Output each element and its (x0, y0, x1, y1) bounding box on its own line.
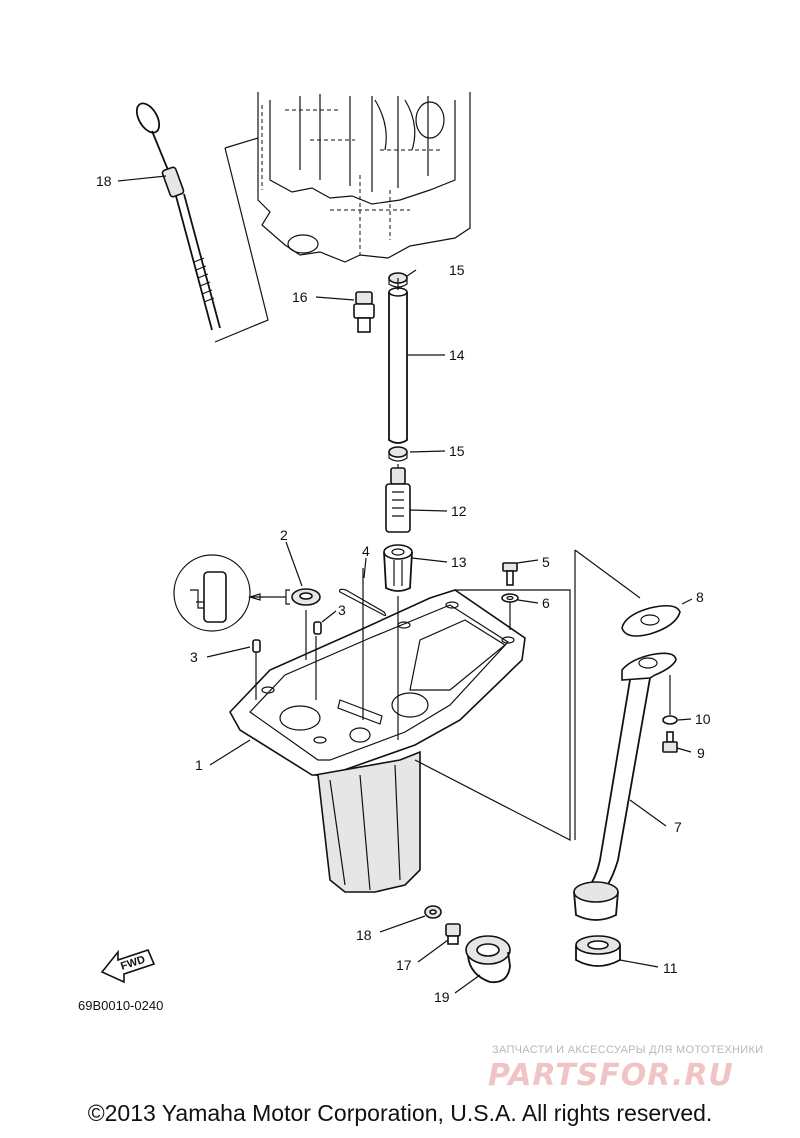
part-7-exhaust-pipe (573, 652, 677, 921)
watermark-tagline: ЗАПЧАСТИ И АКСЕССУАРЫ ДЛЯ МОТОТЕХНИКИ (492, 1044, 764, 1056)
watermark-logo: PARTSFOR.RU (488, 1058, 734, 1093)
callout-9: 9 (697, 745, 705, 761)
callout-8: 8 (696, 589, 704, 605)
copyright-notice: ©2013 Yamaha Motor Corporation, U.S.A. A… (87, 1100, 713, 1126)
part-12-oil-strainer (385, 467, 411, 533)
callout-numbers: 18 15 16 14 15 12 13 2 4 3 3 1 5 6 8 10 … (96, 173, 711, 1005)
callout-3-lower: 3 (190, 649, 198, 665)
part-3-dowel-pin-lower (252, 639, 261, 653)
callout-10: 10 (695, 711, 711, 727)
callout-leaders (117, 175, 693, 994)
callout-11: 11 (663, 960, 678, 976)
callout-3-upper: 3 (338, 602, 346, 618)
callout-13: 13 (451, 554, 467, 570)
detail-inset-circle (173, 554, 251, 632)
callout-15-upper: 15 (449, 262, 465, 278)
part-20-dipstick (135, 102, 221, 331)
callout-12: 12 (451, 503, 467, 519)
part-11-grommet (575, 935, 621, 967)
callout-2: 2 (280, 527, 288, 543)
part-18-washer (424, 905, 442, 919)
callout-6: 6 (542, 595, 550, 611)
part-15-lower-grommet (388, 446, 408, 462)
part-16-fitting (353, 291, 375, 333)
callout-16: 16 (292, 289, 308, 305)
callout-7: 7 (674, 819, 682, 835)
part-10-washer (662, 715, 678, 725)
callout-19: 19 (434, 989, 450, 1005)
callout-1: 1 (195, 757, 203, 773)
part-14-oil-pipe (388, 287, 408, 444)
callout-4: 4 (362, 543, 370, 559)
part-3-dowel-pin-upper (313, 621, 322, 635)
part-5-bolt (502, 562, 518, 586)
reference-lines (255, 278, 671, 841)
part-9-bolt (662, 731, 678, 753)
part-4-gasket (339, 588, 387, 617)
fwd-arrow-icon: FWD (100, 949, 156, 984)
callout-5: 5 (542, 554, 550, 570)
part-8-gasket (621, 604, 681, 637)
part-13-strainer-housing (383, 544, 413, 592)
callout-20: 18 (96, 173, 112, 189)
part-1-oil-pan (229, 589, 526, 893)
callout-15-lower: 15 (449, 443, 465, 459)
part-17-drain-bolt (445, 923, 461, 945)
engine-block-outline (214, 92, 471, 343)
part-2-oil-seal (247, 588, 321, 606)
callout-17: 17 (396, 957, 412, 973)
callout-14: 14 (449, 347, 465, 363)
drawing-code: 69B0010-0240 (78, 998, 163, 1013)
part-6-washer (501, 593, 519, 603)
part-19-rubber-seal (465, 935, 511, 984)
callout-18: 18 (356, 927, 372, 943)
